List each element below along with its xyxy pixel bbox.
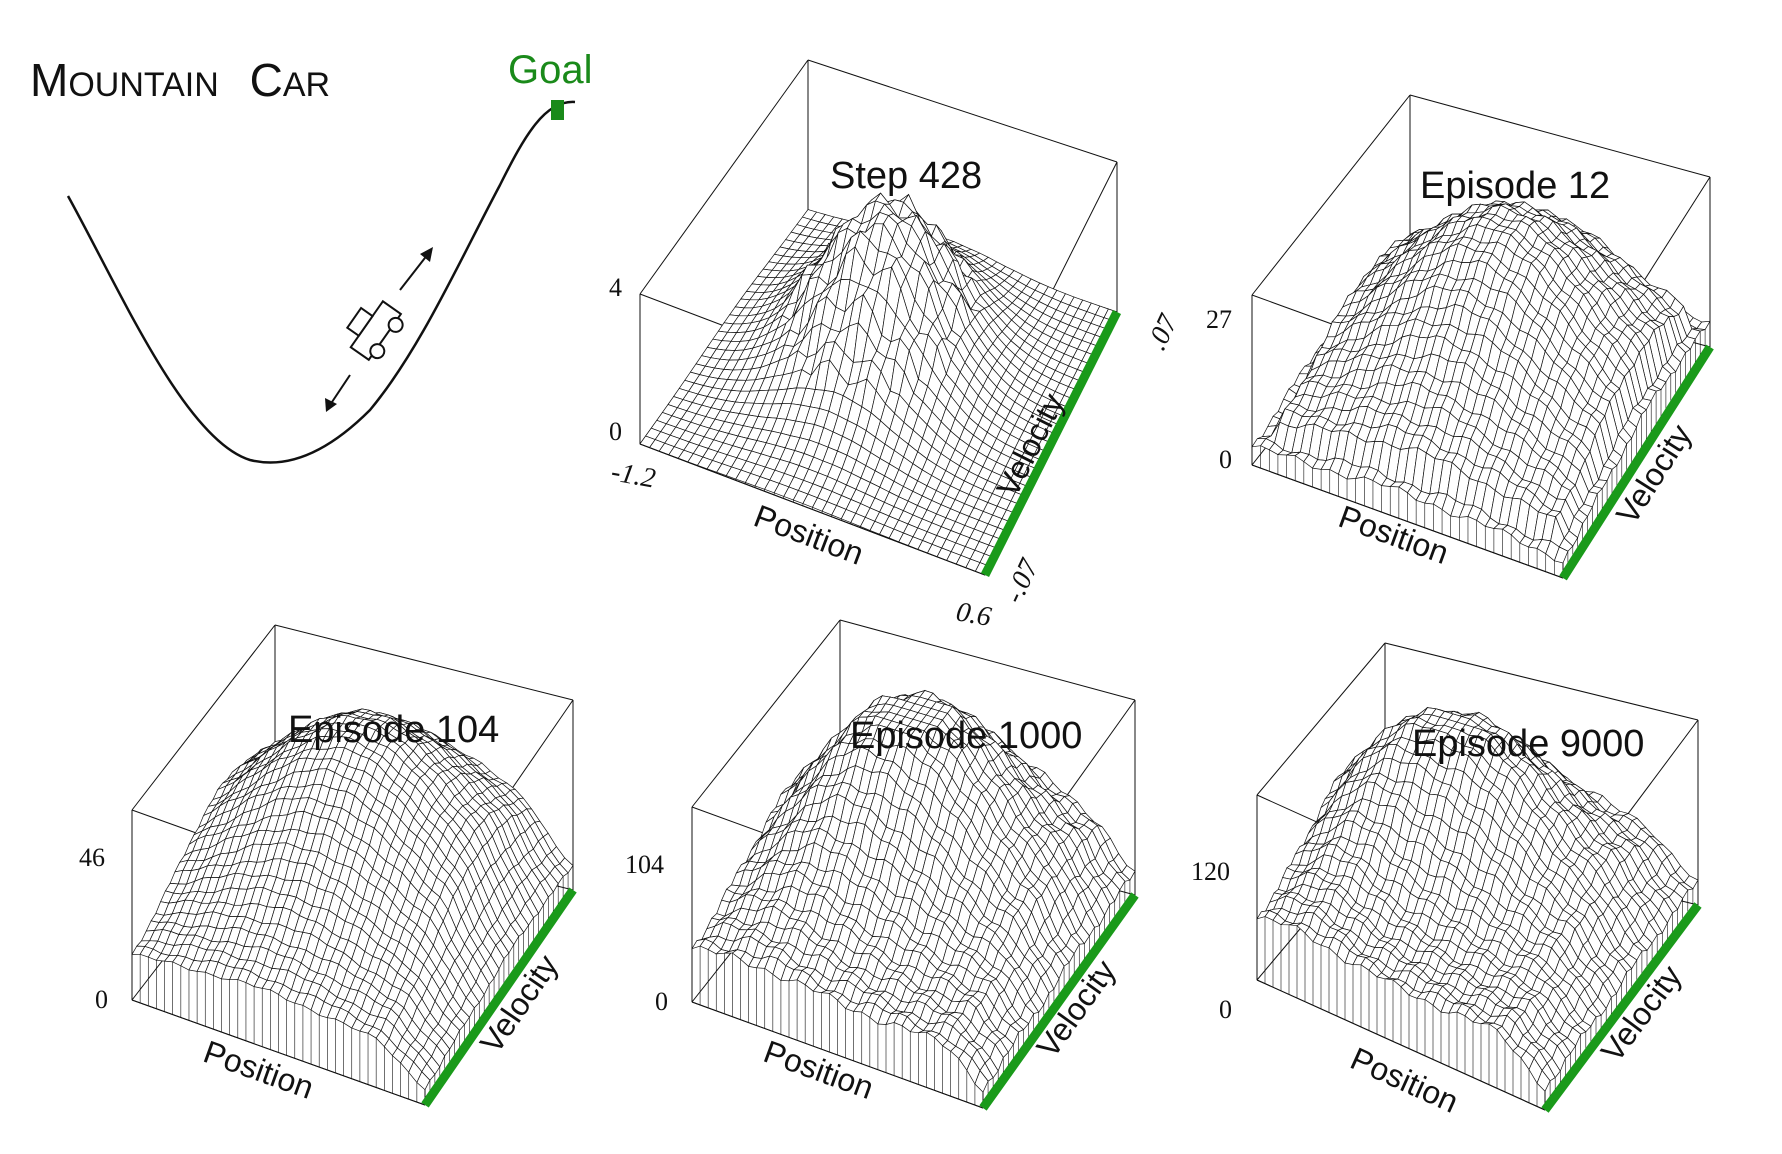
x-axis-label: Position	[759, 1033, 878, 1106]
box-edge	[274, 624, 574, 701]
box-edge	[807, 59, 1118, 163]
y-tick-max: .07	[1141, 309, 1184, 355]
x-axis-label: Position	[1334, 498, 1453, 571]
x-tick-max: 0.6	[954, 596, 994, 633]
plot-title: Episode 104	[288, 709, 499, 751]
y-tick-min: -.07	[998, 554, 1045, 608]
goal-flag	[551, 100, 564, 120]
z-tick-max: 46	[79, 843, 105, 872]
figure-title: MOUNTAIN CAR	[30, 54, 330, 106]
title-rest-ountain: OUNTAIN	[68, 66, 218, 104]
plot-title: Episode 12	[1420, 165, 1610, 207]
z-tick-max: 4	[609, 273, 622, 302]
surface-mesh	[639, 192, 1118, 576]
z-tick-min: 0	[655, 987, 668, 1016]
title-cap-c: C	[250, 54, 283, 106]
thrust-arrow-up-icon	[399, 247, 433, 291]
title-cap-m: M	[30, 54, 68, 106]
z-tick-min: 0	[1219, 445, 1232, 474]
thrust-arrow-down-icon	[325, 374, 351, 412]
plot-title: Episode 1000	[850, 715, 1082, 757]
mountain-curve	[66, 100, 576, 464]
box-edge	[639, 59, 809, 295]
x-tick-min: -1.2	[609, 456, 658, 494]
goal-label: Goal	[508, 48, 593, 92]
x-axis-label: Position	[199, 1034, 318, 1106]
z-tick-max: 104	[625, 850, 664, 879]
z-tick-min: 0	[95, 985, 108, 1014]
surface-plots: Step 42840PositionVelocity-1.20.6-.07.07…	[79, 59, 1714, 1120]
car-icon	[345, 299, 404, 362]
plot-title: Step 428	[830, 155, 982, 197]
title-rest-ar: AR	[283, 66, 330, 104]
z-tick-max: 27	[1206, 305, 1232, 334]
mountain-illustration	[66, 100, 576, 464]
z-tick-min: 0	[609, 417, 622, 446]
